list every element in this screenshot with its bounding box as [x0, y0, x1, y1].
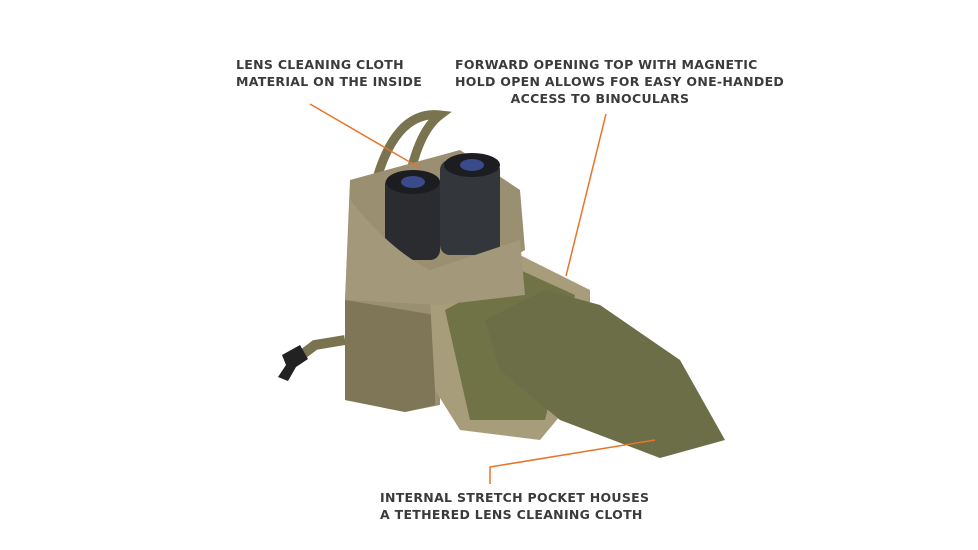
callout-line: MATERIAL ON THE INSIDE: [236, 74, 423, 89]
leader-line-2: [565, 113, 607, 277]
callout-line: A TETHERED LENS CLEANING CLOTH: [380, 507, 643, 522]
lens-cleaning-cloth: [485, 290, 725, 458]
callout-line: FORWARD OPENING TOP WITH MAGNETIC: [455, 57, 758, 72]
binocular-right-barrel: [440, 160, 500, 255]
callout-line: LENS CLEANING CLOTH: [236, 57, 404, 72]
binocular-left-barrel: [385, 175, 440, 260]
callout-line: HOLD OPEN ALLOWS FOR EASY ONE-HANDED: [455, 74, 785, 89]
callout-line: INTERNAL STRETCH POCKET HOUSES: [380, 490, 650, 505]
leader-line-3: [489, 439, 656, 484]
callout-stretch-pocket: INTERNAL STRETCH POCKET HOUSES A TETHERE…: [380, 489, 650, 523]
callout-forward-opening: FORWARD OPENING TOP WITH MAGNETIC HOLD O…: [455, 56, 785, 107]
callout-lens-cloth: LENS CLEANING CLOTH MATERIAL ON THE INSI…: [236, 56, 423, 90]
buckle-clip-icon: [278, 345, 308, 381]
mesh-pocket: [345, 300, 435, 412]
callout-line: ACCESS TO BINOCULARS: [510, 91, 690, 106]
leader-line-1: [309, 103, 421, 169]
